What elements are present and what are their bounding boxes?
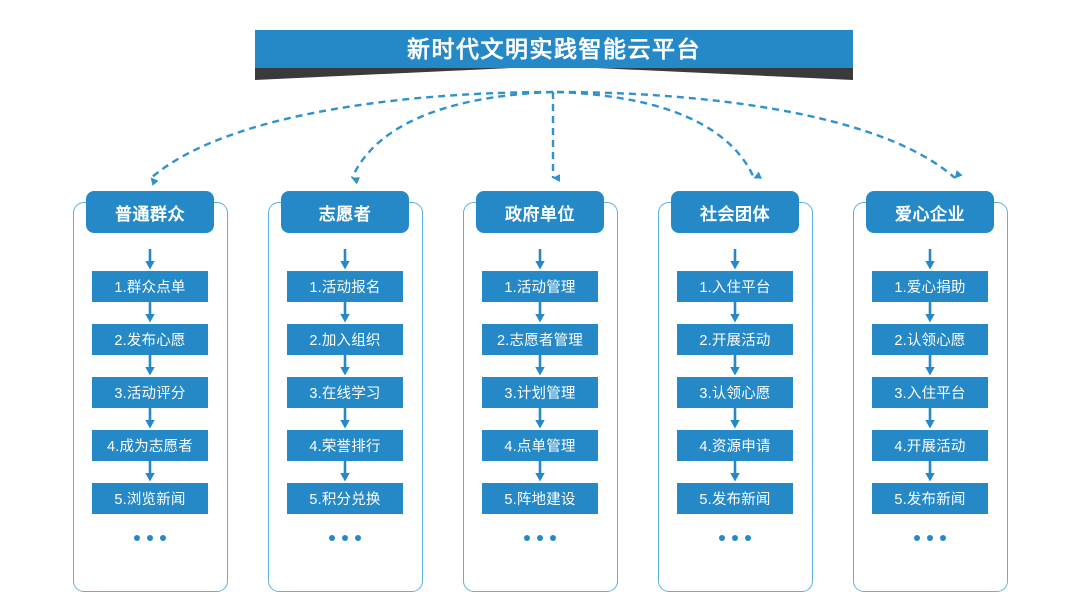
step-item[interactable]: 5.阵地建设 [482, 483, 598, 514]
column-header-2[interactable]: 志愿者 [281, 191, 409, 233]
caret-down-icon [548, 70, 562, 80]
step-item[interactable]: 3.计划管理 [482, 377, 598, 408]
down-arrow-icon [340, 408, 350, 429]
down-arrow-icon [730, 461, 740, 482]
down-arrow-icon [925, 355, 935, 376]
column-header-1[interactable]: 普通群众 [86, 191, 214, 233]
step-item[interactable]: 3.活动评分 [92, 377, 208, 408]
step-item[interactable]: 4.点单管理 [482, 430, 598, 461]
down-arrow-icon [145, 355, 155, 376]
step-item[interactable]: 2.发布心愿 [92, 324, 208, 355]
step-item[interactable]: 2.认领心愿 [872, 324, 988, 355]
title-banner: 新时代文明实践智能云平台 [0, 0, 1080, 100]
down-arrow-icon [535, 355, 545, 376]
step-item[interactable]: 4.资源申请 [677, 430, 793, 461]
column-body: 1.群众点单 2.发布心愿 3.活动评分 4.成为志愿者 5.浏览新闻 [74, 249, 227, 541]
more-ellipsis-icon [524, 535, 556, 541]
step-item[interactable]: 1.入住平台 [677, 271, 793, 302]
more-ellipsis-icon [329, 535, 361, 541]
down-arrow-icon [535, 302, 545, 323]
down-arrow-icon [145, 249, 155, 270]
step-item[interactable]: 3.入住平台 [872, 377, 988, 408]
step-item[interactable]: 4.开展活动 [872, 430, 988, 461]
connector-to-col-2 [350, 90, 554, 185]
step-item[interactable]: 2.开展活动 [677, 324, 793, 355]
step-item[interactable]: 4.成为志愿者 [92, 430, 208, 461]
column-body: 1.入住平台 2.开展活动 3.认领心愿 4.资源申请 5.发布新闻 [659, 249, 812, 541]
down-arrow-icon [730, 408, 740, 429]
column-header-5[interactable]: 爱心企业 [866, 191, 994, 233]
more-ellipsis-icon [914, 535, 946, 541]
column-card: 志愿者 1.活动报名 2.加入组织 3.在线学习 4.荣誉排行 5.积分兑换 [267, 191, 423, 592]
down-arrow-icon [730, 355, 740, 376]
step-item[interactable]: 2.加入组织 [287, 324, 403, 355]
more-ellipsis-icon [719, 535, 751, 541]
down-arrow-icon [925, 408, 935, 429]
page-title: 新时代文明实践智能云平台 [407, 35, 701, 62]
down-arrow-icon [535, 249, 545, 270]
step-item[interactable]: 5.积分兑换 [287, 483, 403, 514]
step-item[interactable]: 4.荣誉排行 [287, 430, 403, 461]
connector-to-col-1 [150, 90, 554, 186]
column-card: 社会团体 1.入住平台 2.开展活动 3.认领心愿 4.资源申请 5.发布新闻 [657, 191, 813, 592]
down-arrow-icon [535, 408, 545, 429]
down-arrow-icon [925, 302, 935, 323]
down-arrow-icon [340, 355, 350, 376]
step-item[interactable]: 5.发布新闻 [872, 483, 988, 514]
title-bar: 新时代文明实践智能云平台 [255, 30, 853, 68]
step-item[interactable]: 1.活动管理 [482, 271, 598, 302]
column-card: 爱心企业 1.爱心捐助 2.认领心愿 3.入住平台 4.开展活动 5.发布新闻 [852, 191, 1008, 592]
down-arrow-icon [145, 461, 155, 482]
down-arrow-icon [925, 249, 935, 270]
down-arrow-icon [340, 302, 350, 323]
column-header-3[interactable]: 政府单位 [476, 191, 604, 233]
down-arrow-icon [535, 461, 545, 482]
title-ribbon-shadow [255, 66, 853, 80]
step-item[interactable]: 3.在线学习 [287, 377, 403, 408]
down-arrow-icon [340, 249, 350, 270]
step-item[interactable]: 1.活动报名 [287, 271, 403, 302]
column-card: 政府单位 1.活动管理 2.志愿者管理 3.计划管理 4.点单管理 5.阵地建设 [462, 191, 618, 592]
step-item[interactable]: 5.浏览新闻 [92, 483, 208, 514]
connector-to-col-4 [556, 90, 762, 179]
column-card: 普通群众 1.群众点单 2.发布心愿 3.活动评分 4.成为志愿者 5.浏览新闻 [72, 191, 228, 592]
down-arrow-icon [145, 302, 155, 323]
column-body: 1.活动报名 2.加入组织 3.在线学习 4.荣誉排行 5.积分兑换 [269, 249, 422, 541]
step-item[interactable]: 2.志愿者管理 [482, 324, 598, 355]
step-item[interactable]: 5.发布新闻 [677, 483, 793, 514]
step-item[interactable]: 1.群众点单 [92, 271, 208, 302]
down-arrow-icon [925, 461, 935, 482]
step-item[interactable]: 3.认领心愿 [677, 377, 793, 408]
column-header-4[interactable]: 社会团体 [671, 191, 799, 233]
more-ellipsis-icon [134, 535, 166, 541]
column-body: 1.爱心捐助 2.认领心愿 3.入住平台 4.开展活动 5.发布新闻 [854, 249, 1007, 541]
connector-to-col-5 [556, 90, 963, 179]
down-arrow-icon [730, 302, 740, 323]
down-arrow-icon [145, 408, 155, 429]
down-arrow-icon [340, 461, 350, 482]
step-item[interactable]: 1.爱心捐助 [872, 271, 988, 302]
column-group: 普通群众 1.群众点单 2.发布心愿 3.活动评分 4.成为志愿者 5.浏览新闻 志愿者 1.… [0, 191, 1080, 602]
down-arrow-icon [730, 249, 740, 270]
column-body: 1.活动管理 2.志愿者管理 3.计划管理 4.点单管理 5.阵地建设 [464, 249, 617, 541]
